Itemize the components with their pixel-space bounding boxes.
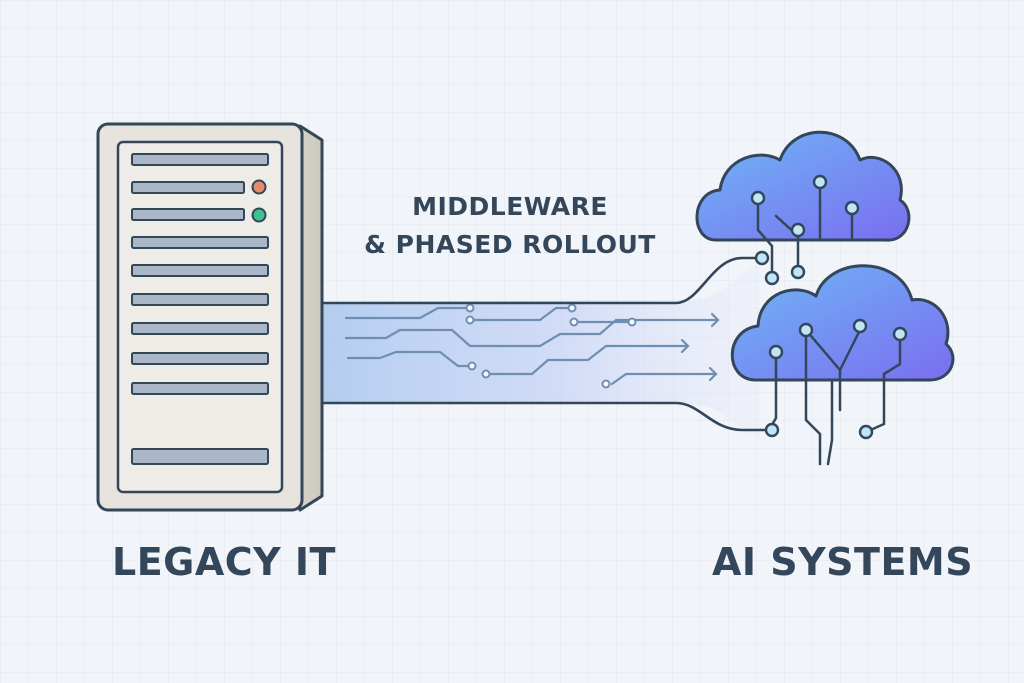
data-flow-nodes xyxy=(465,303,637,389)
connector-wires xyxy=(320,256,772,432)
status-light-green xyxy=(251,207,267,223)
cloud-network-icon xyxy=(695,130,911,286)
server-tower-icon xyxy=(96,122,324,512)
ai-systems-label: AI SYSTEMS xyxy=(712,540,974,584)
cloud-network-icon-lower xyxy=(730,264,955,466)
status-light-orange xyxy=(251,179,267,195)
middleware-label-line-2: & PHASED ROLLOUT xyxy=(364,230,656,259)
legacy-it-label: LEGACY IT xyxy=(112,540,336,584)
connection-band xyxy=(322,262,760,440)
data-flow-lines xyxy=(344,306,720,386)
middleware-label: MIDDLEWARE & PHASED ROLLOUT xyxy=(340,188,680,264)
middleware-label-line-1: MIDDLEWARE xyxy=(412,192,608,221)
